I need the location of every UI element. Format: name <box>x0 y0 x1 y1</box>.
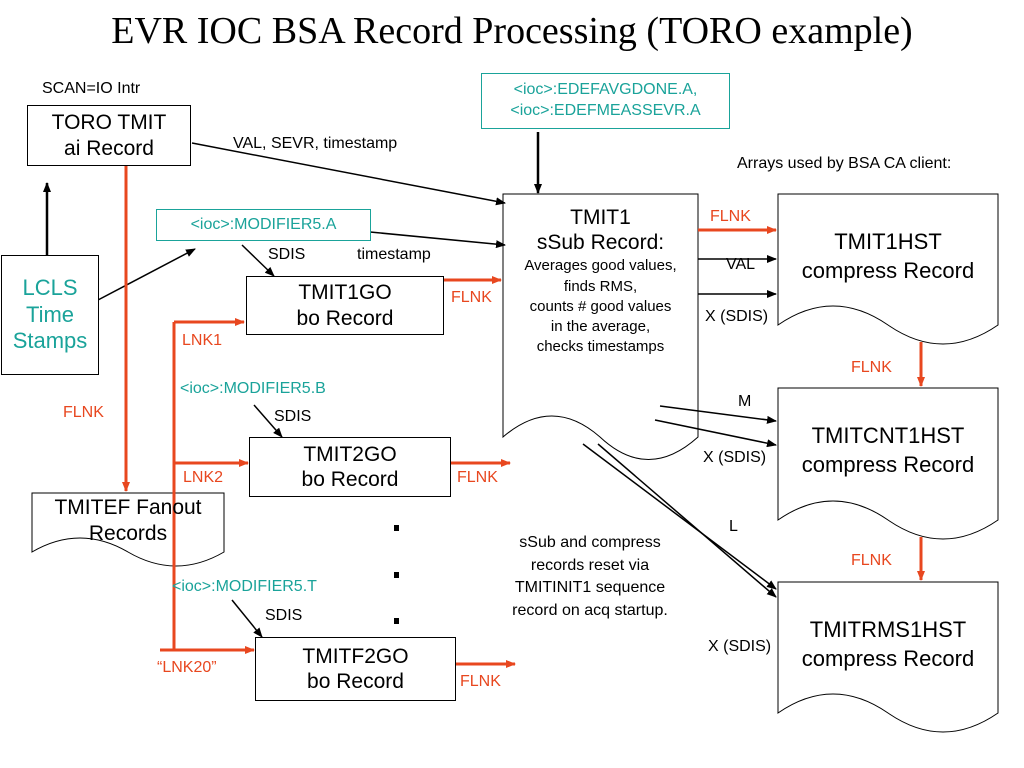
tmitcnt1hst-compress-record: TMITCNT1HST compress Record <box>778 422 998 479</box>
lcls-time-stamps-box: LCLS Time Stamps <box>1 255 99 375</box>
record-name: TMITF2GO <box>302 644 409 668</box>
description-line: in the average, <box>550 318 651 336</box>
record-type: sSub Record: <box>536 231 665 255</box>
flnk-label: FLNK <box>451 289 492 306</box>
time-label: Time <box>25 301 75 327</box>
record-name: TMIT1GO <box>298 281 392 305</box>
record-type: compress Record <box>801 257 975 283</box>
tmitf2go-bo-record: TMITF2GO bo Record <box>255 637 456 701</box>
record-name: TORO TMIT <box>51 111 167 135</box>
sdis-label: SDIS <box>265 607 303 624</box>
tmitrms1hst-shape <box>777 581 999 733</box>
sdis-label: SDIS <box>274 408 312 425</box>
description-line: Averages good values, <box>524 257 677 275</box>
tmitrms1hst-compress-record: TMITRMS1HST compress Record <box>778 616 998 673</box>
reset-note: sSub and compress records reset via TMIT… <box>480 532 700 623</box>
reset-note-line: TMITINIT1 sequence <box>514 579 666 597</box>
sdis3-arrow <box>231 599 263 638</box>
modifier5-a-pv: <ioc>:MODIFIER5.A <box>190 215 337 233</box>
lnk1-label: LNK1 <box>182 332 223 349</box>
modifier5-a-box: <ioc>:MODIFIER5.A <box>156 209 371 241</box>
record-name: TMIT2GO <box>303 442 397 466</box>
edef-meas-sevr-pv: <ioc>:EDEFMEASSEVR.A <box>510 102 701 119</box>
toro-tmit-ai-record: TORO TMIT ai Record <box>27 105 191 166</box>
l-label: L <box>729 518 738 535</box>
m-arrow <box>659 405 777 424</box>
flnk-label: FLNK <box>851 552 892 569</box>
edef-pv-box: <ioc>:EDEFAVGDONE.A, <ioc>:EDEFMEASSEVR.… <box>481 73 730 129</box>
record-name: TMITCNT1HST <box>811 423 965 448</box>
record-type: bo Record <box>307 670 404 693</box>
record-type: compress Record <box>801 645 975 671</box>
record-type: Records <box>88 521 168 545</box>
tmit1-ssub-shape <box>502 193 699 460</box>
tmitef-fanout-records: TMITEF Fanout Records <box>32 495 224 546</box>
record-type: bo Record <box>296 306 394 330</box>
sdis2-arrow <box>253 404 283 438</box>
page-title: EVR IOC BSA Record Processing (TORO exam… <box>111 10 913 52</box>
ellipsis-dot <box>394 572 399 578</box>
x-sdis-label: X (SDIS) <box>708 638 772 655</box>
edef-avg-done-pv: <ioc>:EDEFAVGDONE.A, <box>513 81 698 99</box>
l-arrow-1 <box>582 443 777 590</box>
description-line: counts # good values <box>529 297 672 315</box>
flnk-label: FLNK <box>63 404 104 421</box>
x-sdis-label: X (SDIS) <box>703 449 767 466</box>
record-name: TMITRMS1HST <box>809 617 967 642</box>
record-description: Averages good values, finds RMS, counts … <box>503 256 698 357</box>
tmit2go-bo-record: TMIT2GO bo Record <box>249 437 451 497</box>
description-line: finds RMS, <box>563 277 638 295</box>
reset-note-line: records reset via <box>530 556 650 574</box>
record-type: bo Record <box>301 468 399 491</box>
reset-note-line: record on acq startup. <box>512 602 668 620</box>
description-line: checks timestamps <box>536 338 665 356</box>
tmitcnt1hst-shape <box>777 387 999 540</box>
record-name: TMIT1 <box>570 206 631 229</box>
x-sdis-label: X (SDIS) <box>705 308 769 325</box>
flnk-label: FLNK <box>710 208 751 225</box>
tmit1-ssub-record: TMIT1 sSub Record: Averages good values,… <box>503 205 698 358</box>
arrays-caption: Arrays used by BSA CA client: <box>737 155 952 172</box>
scan-label: SCAN=IO Intr <box>42 80 141 97</box>
val-sevr-timestamp-label: VAL, SEVR, timestamp <box>233 135 398 152</box>
tmit1go-bo-record: TMIT1GO bo Record <box>246 276 444 335</box>
sdis1-arrow <box>241 244 275 277</box>
lcls-to-modifier-arrow <box>97 248 196 301</box>
record-name: TMITEF Fanout <box>54 496 202 519</box>
l-arrow-2 <box>597 443 777 598</box>
lcls-label: LCLS <box>22 275 78 301</box>
modifier5-b-pv: <ioc>:MODIFIER5.B <box>180 380 326 397</box>
sdis-label: SDIS <box>268 246 306 263</box>
ellipsis-dot <box>394 618 399 624</box>
lnk2-label: LNK2 <box>183 469 224 486</box>
modifier-to-tmit1-arrow <box>369 231 506 249</box>
flnk-label: FLNK <box>457 469 498 486</box>
toro-to-tmit1-arrow <box>191 142 506 206</box>
record-name: TMIT1HST <box>834 229 942 254</box>
timestamp-label: timestamp <box>357 246 431 263</box>
record-type: compress Record <box>801 451 975 477</box>
tmit1hst-compress-record: TMIT1HST compress Record <box>778 228 998 285</box>
reset-note-line: sSub and compress <box>519 534 661 551</box>
tmitef-shape <box>31 492 225 567</box>
flnk-label: FLNK <box>851 359 892 376</box>
modifier5-t-pv: <ioc>:MODIFIER5.T <box>172 578 317 595</box>
flnk-label: FLNK <box>460 673 501 690</box>
tmit1hst-shape <box>777 193 999 345</box>
m-label: M <box>738 393 752 410</box>
ellipsis-dot <box>394 525 399 531</box>
stamps-label: Stamps <box>12 328 88 354</box>
val-label: VAL <box>726 256 756 273</box>
record-type: ai Record <box>64 136 154 160</box>
x-sdis2-arrow <box>654 419 777 448</box>
lnk20-label: “LNK20” <box>157 659 217 676</box>
